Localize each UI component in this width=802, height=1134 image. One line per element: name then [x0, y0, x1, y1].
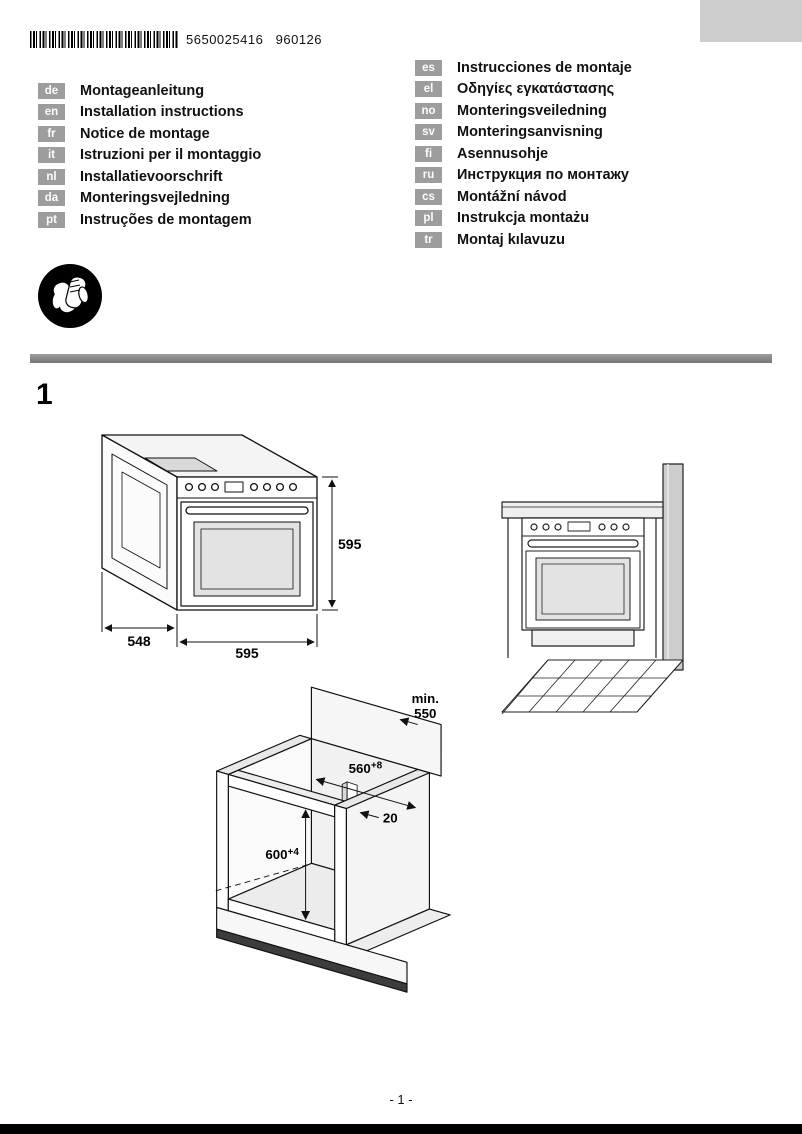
language-code-badge: da [38, 190, 65, 207]
language-code-badge: it [38, 147, 65, 164]
language-title: Monteringsanvisning [457, 124, 603, 141]
language-code-badge: el [415, 81, 442, 98]
language-title: Monteringsvejledning [80, 190, 230, 207]
language-row: cs Montážní návod [415, 186, 632, 208]
language-title: Istruzioni per il montaggio [80, 147, 262, 164]
language-title: Asennusohje [457, 145, 549, 162]
language-code-badge: de [38, 82, 65, 99]
language-row: en Installation instructions [38, 102, 261, 124]
language-code-badge: nl [38, 168, 65, 185]
language-title: Instruções de montagem [80, 211, 252, 228]
dim-rear-gap: 20 [383, 811, 398, 826]
oven-isometric-figure: 595 548 595 [101, 434, 362, 660]
language-title: Notice de montage [80, 125, 210, 142]
language-row: sv Monteringsanvisning [415, 122, 632, 144]
language-list-left: de Montageanleitung en Installation instru… [38, 80, 261, 231]
language-code-badge: pl [415, 210, 442, 227]
language-row: el Οδηγίες εγκατάστασης [415, 79, 632, 101]
protective-gloves-icon [36, 262, 104, 335]
dim-niche-width: 560+8 [349, 761, 383, 776]
figure-number: 1 [36, 378, 53, 411]
niche-dimensions-figure: 600+4 560+8 20 min. 550 [215, 686, 451, 993]
dim-oven-depth: 548 [127, 633, 151, 649]
language-code-badge: sv [415, 124, 442, 141]
language-title: Инструкция по монтажу [457, 167, 629, 184]
barcode [30, 31, 178, 48]
scan-shade [700, 0, 802, 42]
language-title: Montážní návod [457, 188, 567, 205]
language-row: pt Instruções de montagem [38, 209, 261, 231]
dim-niche-depth-min-label: min. [412, 691, 439, 706]
language-code-badge: pt [38, 211, 65, 228]
language-row: ru Инструкция по монтажу [415, 165, 632, 187]
language-code-badge: no [415, 102, 442, 119]
dim-niche-height: 600+4 [265, 847, 299, 862]
dim-oven-height: 595 [338, 536, 362, 552]
language-list-right: es Instrucciones de montaje el Οδηγίες εγκ… [415, 57, 632, 251]
language-title: Instrukcja montażu [457, 210, 590, 227]
language-row: tr Montaj kılavuzu [415, 229, 632, 251]
page-number: - 1 - [389, 1092, 413, 1107]
barcode-number: 5650025416 960126 [186, 32, 323, 47]
language-title: Installatievoorschrift [80, 168, 223, 185]
language-code-badge: fr [38, 125, 65, 142]
barcode-row: 5650025416 960126 [30, 31, 322, 48]
language-row: es Instrucciones de montaje [415, 57, 632, 79]
language-code-badge: tr [415, 231, 442, 248]
oven-installed-figure [501, 463, 684, 715]
language-row: fr Notice de montage [38, 123, 261, 145]
wall [662, 463, 684, 671]
language-row: it Istruzioni per il montaggio [38, 145, 261, 167]
language-title: Monteringsveiledning [457, 102, 607, 119]
language-code-badge: fi [415, 145, 442, 162]
language-row: nl Installatievoorschrift [38, 166, 261, 188]
dim-niche-depth-min: 550 [414, 706, 436, 721]
language-row: de Montageanleitung [38, 80, 261, 102]
language-code-badge: es [415, 59, 442, 76]
language-code-badge: ru [415, 167, 442, 184]
language-row: da Monteringsvejledning [38, 188, 261, 210]
language-title: Montaj kılavuzu [457, 231, 565, 248]
language-title: Instrucciones de montaje [457, 59, 632, 76]
section-divider [30, 354, 772, 363]
footer-bar [0, 1124, 802, 1134]
language-code-badge: cs [415, 188, 442, 205]
language-code-badge: en [38, 104, 65, 121]
language-title: Montageanleitung [80, 82, 205, 99]
language-title: Installation instructions [80, 104, 244, 121]
language-row: pl Instrukcja montażu [415, 208, 632, 230]
dim-oven-width: 595 [235, 645, 259, 660]
language-row: fi Asennusohje [415, 143, 632, 165]
language-title: Οδηγίες εγκατάστασης [457, 81, 615, 98]
language-row: no Monteringsveiledning [415, 100, 632, 122]
